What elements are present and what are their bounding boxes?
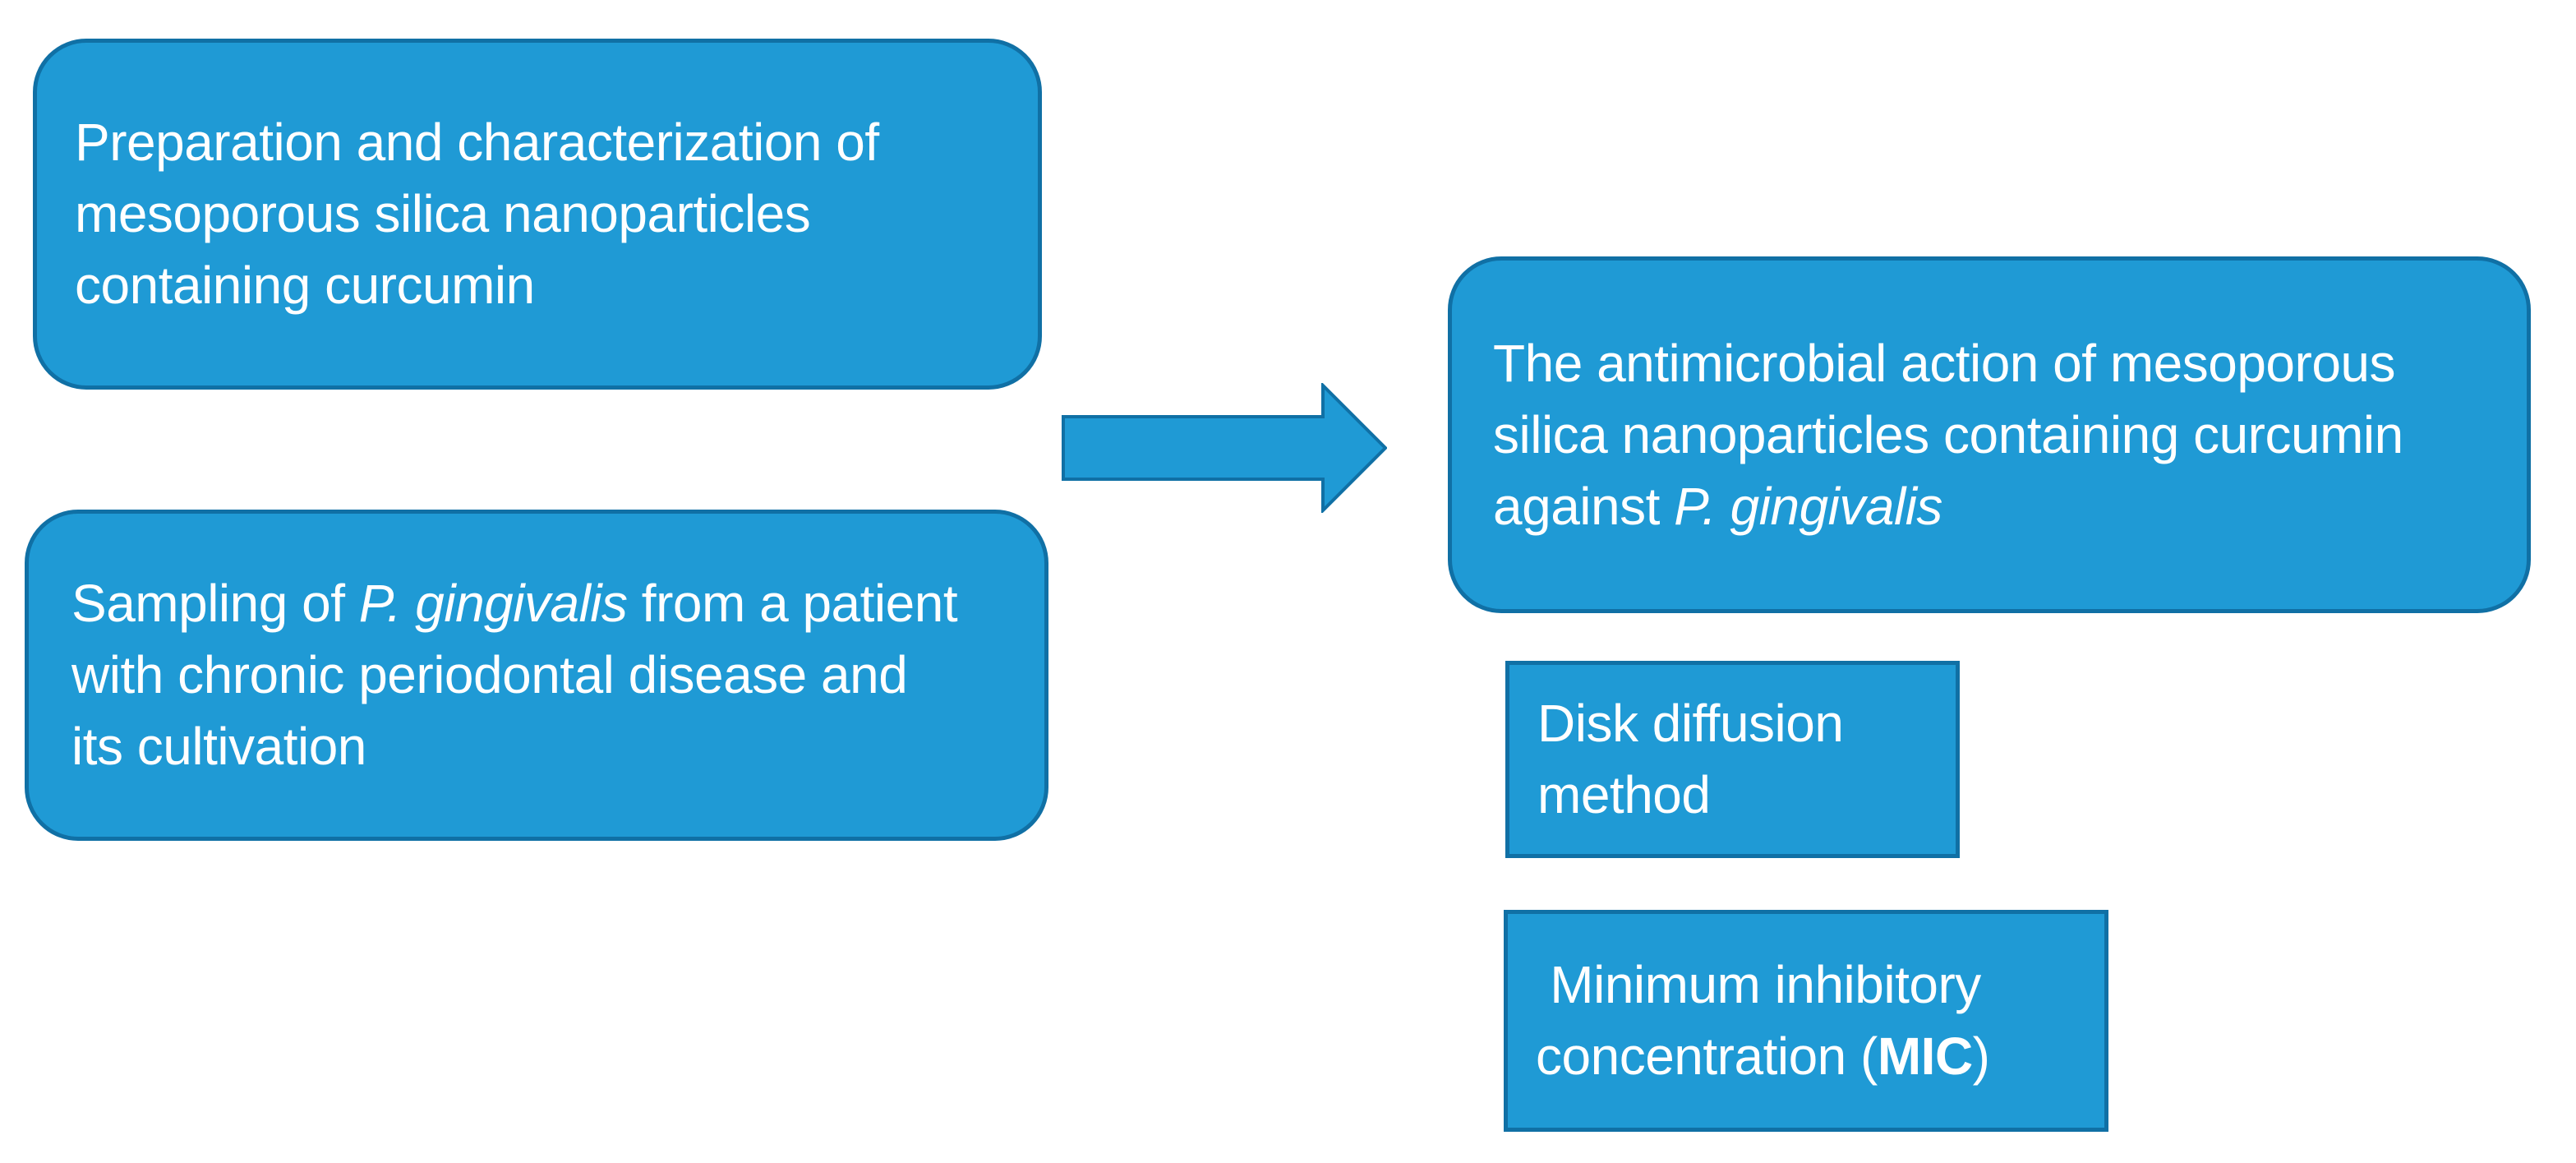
disk-diffusion-line-1: Disk diffusion (1537, 694, 1844, 753)
mic-line-2: concentration (MIC) (1536, 1021, 2083, 1092)
antimicrobial-line-1: The antimicrobial action of mesoporous (1493, 333, 2396, 393)
disk-diffusion-box: Disk diffusion method (1505, 661, 1960, 858)
sampling-line-2: with chronic periodontal disease and (71, 645, 908, 704)
mic-box: Minimum inhibitory concentration (MIC) (1504, 910, 2108, 1132)
mic-line-2-post: ) (1972, 1027, 1990, 1086)
preparation-line-3: containing curcumin (75, 256, 535, 315)
preparation-box: Preparation and characterization of meso… (33, 39, 1042, 390)
antimicrobial-line-2: silica nanoparticles containing curcumin (1493, 404, 2403, 464)
sampling-line-1-species: P. gingivalis (358, 574, 628, 633)
sampling-line-3: its cultivation (71, 717, 366, 776)
sampling-line-1-post: from a patient (627, 574, 958, 633)
right-arrow-icon (1062, 383, 1387, 513)
antimicrobial-line-3-pre: against (1493, 476, 1675, 536)
antimicrobial-line-3: against P. gingivalis (1493, 471, 2497, 542)
mic-line-2-pre: concentration ( (1536, 1027, 1878, 1086)
antimicrobial-result-box: The antimicrobial action of mesoporous s… (1448, 256, 2531, 613)
disk-diffusion-line-2: method (1537, 765, 1711, 824)
mic-line-1: Minimum inhibitory (1536, 955, 1981, 1014)
preparation-line-1: Preparation and characterization of (75, 113, 879, 172)
sampling-line-1: Sampling of P. gingivalis from a patient (71, 568, 1015, 639)
mic-acronym: MIC (1877, 1027, 1973, 1086)
preparation-line-2: mesoporous silica nanoparticles (75, 184, 811, 243)
antimicrobial-line-3-species: P. gingivalis (1674, 476, 1942, 536)
sampling-line-1-pre: Sampling of (71, 574, 359, 633)
sampling-box: Sampling of P. gingivalis from a patient… (25, 510, 1048, 841)
